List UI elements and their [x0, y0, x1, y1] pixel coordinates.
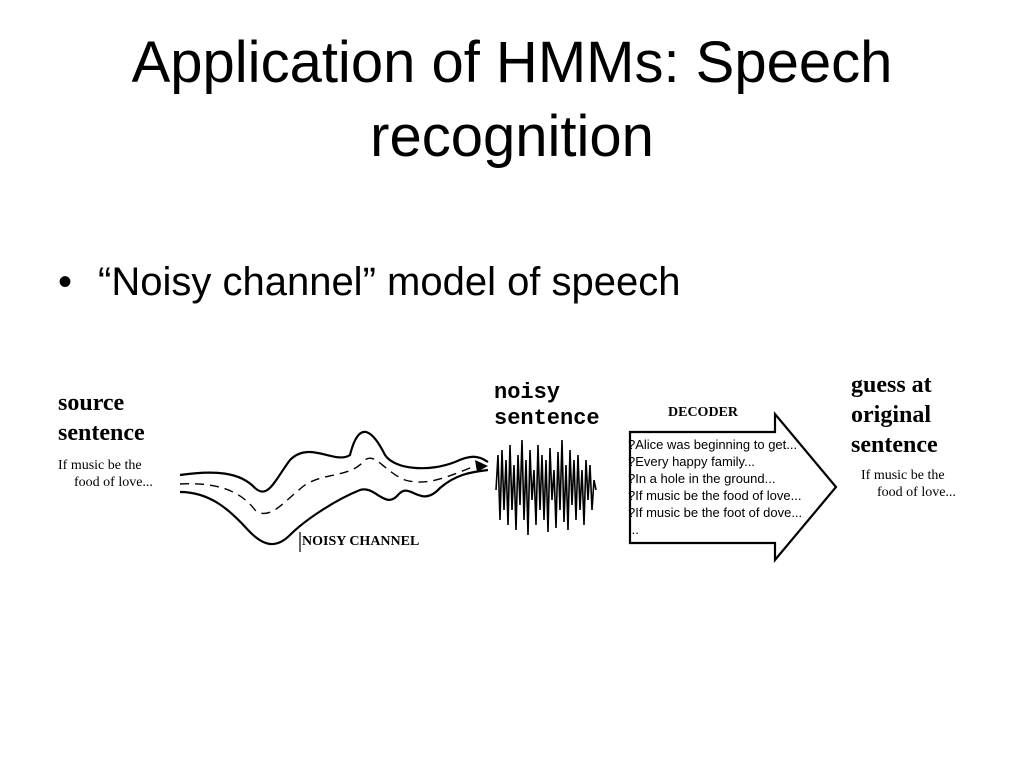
channel-arrowhead: [475, 460, 488, 472]
noisy-label-line-2: sentence: [494, 406, 600, 431]
hypothesis-list: ?Alice was beginning to get... ?Every ha…: [628, 436, 802, 538]
noisy-label-line-1: noisy: [494, 380, 561, 405]
hypothesis-item: ...: [628, 522, 639, 537]
bullet-marker: •: [58, 260, 73, 304]
hypothesis-item: ?Alice was beginning to get...: [628, 437, 798, 452]
noisy-channel-label: NOISY CHANNEL: [302, 534, 420, 549]
decoder-arrow: [628, 410, 838, 564]
decoder-label: DECODER: [668, 405, 739, 420]
bullet-item: • “Noisy channel” model of speech: [58, 254, 681, 310]
channel-center-line: [179, 457, 487, 515]
channel-lower-edge: [179, 468, 489, 546]
hypothesis-item: ?In a hole in the ground...: [628, 471, 776, 486]
title-line-1: Application of HMMs: Speech: [131, 30, 893, 95]
guess-label-line-3: sentence: [851, 432, 938, 458]
hypothesis-item: ?If music be the foot of dove...: [628, 505, 803, 520]
noisy-sentence-label: noisy sentence: [494, 380, 600, 432]
channel-upper-edge: [179, 430, 489, 493]
diagram-graphics: [179, 410, 838, 564]
source-sentence-text: If music be the food of love...: [58, 457, 153, 491]
guess-label-line-1: guess at: [851, 372, 932, 398]
hypothesis-item: ?If music be the food of love...: [628, 488, 802, 503]
guess-text-line-1: If music be the: [861, 468, 945, 483]
noisy-channel-diagram: source sentence If music be the food of …: [0, 360, 1024, 580]
guess-sentence-text: If music be the food of love...: [861, 467, 956, 501]
hypothesis-item: ?Every happy family...: [628, 454, 755, 469]
guess-label-line-2: original: [851, 402, 932, 428]
slide-title: Application of HMMs: Speech recognition: [0, 26, 1024, 174]
source-text-line-1: If music be the: [58, 458, 142, 473]
title-line-2: recognition: [370, 104, 654, 169]
guess-sentence-label: guess at original sentence: [851, 370, 938, 460]
speech-waveform: [495, 439, 597, 536]
source-sentence-label: source sentence: [58, 388, 145, 448]
source-label-line-2: sentence: [58, 420, 145, 446]
source-label-line-1: source: [58, 390, 125, 416]
source-text-line-2: food of love...: [74, 475, 153, 490]
bullet-text: “Noisy channel” model of speech: [98, 260, 681, 304]
guess-text-line-2: food of love...: [877, 485, 956, 500]
